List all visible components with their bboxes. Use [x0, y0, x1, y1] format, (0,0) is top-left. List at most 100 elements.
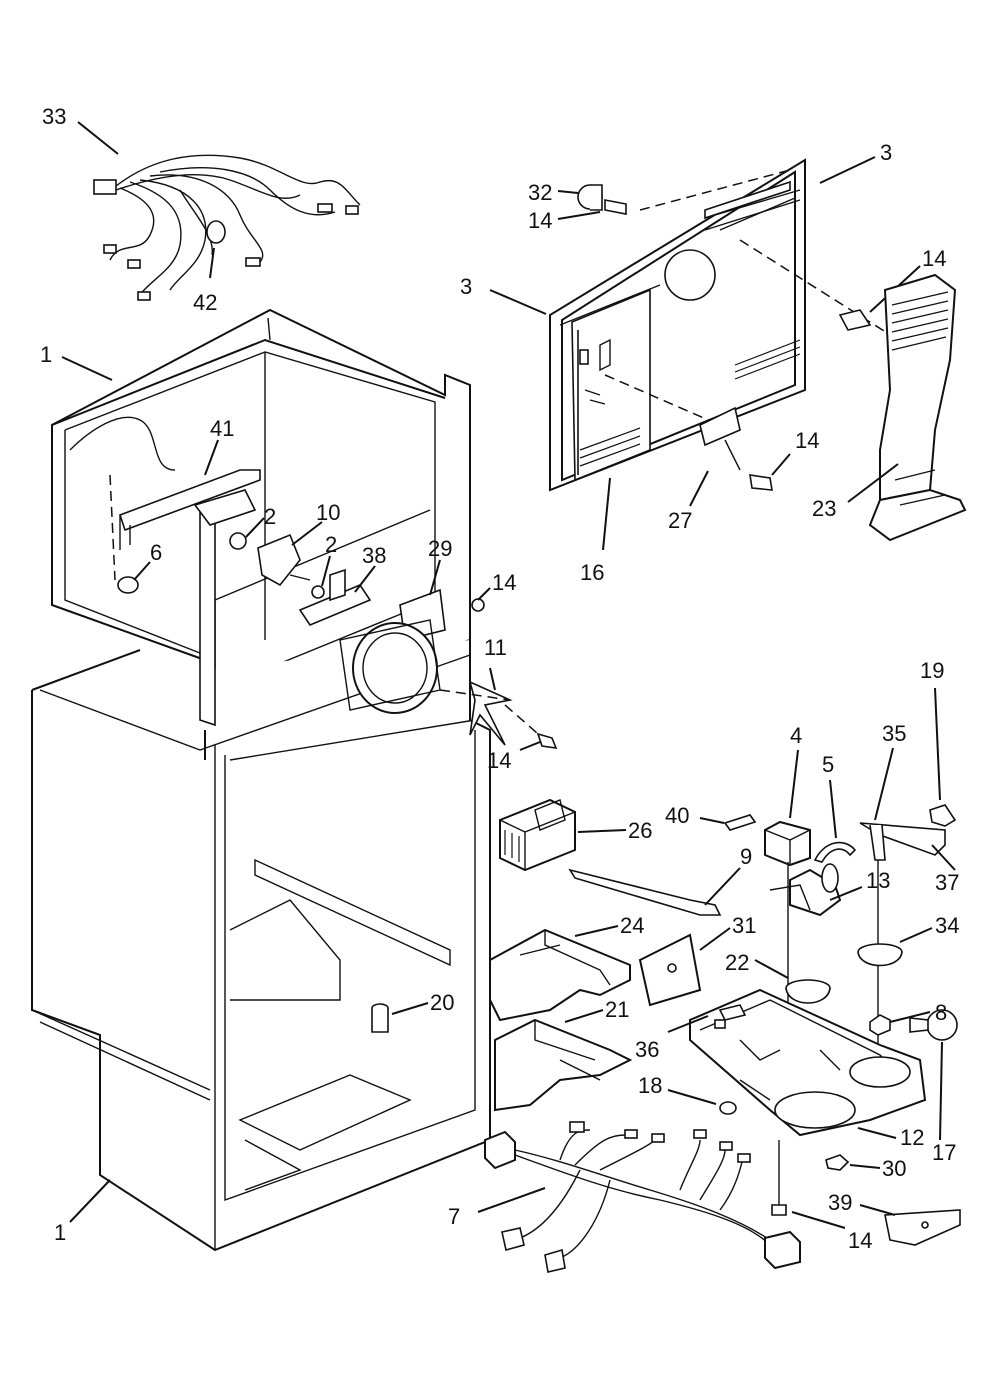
leader-35	[874, 747, 894, 821]
leader-14f	[791, 1211, 846, 1229]
wire-harness-7	[484, 1121, 801, 1273]
leader-8	[889, 1011, 931, 1023]
part-40	[723, 814, 757, 831]
callout-14: 14	[492, 570, 516, 595]
leader-42	[209, 247, 215, 279]
callout-1: 1	[54, 1220, 66, 1245]
leader-2a	[245, 517, 265, 538]
leader-24	[574, 925, 619, 937]
leader-2b	[321, 555, 331, 587]
nut-30	[825, 1154, 850, 1171]
screw-assembly-32	[577, 184, 627, 215]
callout-3: 3	[880, 140, 892, 165]
leader-26	[577, 829, 627, 833]
leader-11	[489, 667, 496, 691]
leader-3a	[819, 156, 876, 184]
leader-32	[557, 190, 579, 194]
leader-38	[354, 565, 376, 593]
leader-33	[77, 121, 119, 155]
leader-37	[931, 844, 956, 871]
bushing-20	[371, 1003, 389, 1033]
leader-9	[704, 867, 741, 906]
leader-36	[667, 1015, 709, 1033]
lamp-socket-8	[869, 1014, 891, 1036]
leader-7	[477, 1187, 546, 1213]
actuator-9	[568, 868, 722, 916]
callout-29: 29	[428, 536, 452, 561]
callout-24: 24	[620, 913, 644, 938]
light-bulb-17	[909, 1009, 958, 1041]
callout-34: 34	[935, 913, 959, 938]
callout-35: 35	[882, 721, 906, 746]
leader-1a	[61, 356, 113, 381]
leader-27	[689, 470, 709, 507]
plug-18	[719, 1101, 737, 1115]
callout-18: 18	[638, 1073, 662, 1098]
leader-23	[847, 463, 899, 503]
screw-14f	[771, 1140, 787, 1216]
callout-32: 32	[528, 180, 552, 205]
leader-41	[204, 439, 219, 476]
callout-5: 5	[822, 752, 834, 777]
callout-11: 11	[484, 635, 507, 660]
callout-33: 33	[42, 104, 66, 129]
callout-27: 27	[668, 508, 692, 533]
leader-3b	[489, 289, 547, 315]
callout-10: 10	[316, 500, 340, 525]
leader-20	[391, 1002, 429, 1015]
leader-14e	[519, 741, 541, 751]
dispenser-base-12	[689, 988, 927, 1137]
callout-20: 20	[430, 990, 454, 1015]
leader-16	[602, 477, 611, 551]
leader-1b	[69, 1179, 111, 1223]
callout-21: 21	[605, 997, 629, 1022]
leader-40	[699, 817, 725, 824]
leader-10	[291, 521, 323, 546]
cup-22	[785, 979, 831, 1004]
leader-19	[934, 687, 941, 801]
callout-14: 14	[848, 1228, 872, 1253]
leader-31	[699, 927, 731, 951]
spring-5	[813, 841, 857, 863]
leader-17	[939, 1041, 943, 1141]
callout-14: 14	[528, 208, 552, 233]
callout-16: 16	[580, 560, 604, 585]
chute-21	[494, 1018, 633, 1112]
motor-4	[764, 820, 811, 867]
leader-22	[754, 959, 789, 979]
control-block-26	[499, 798, 576, 872]
callout-36: 36	[635, 1037, 659, 1062]
callout-13: 13	[866, 868, 890, 893]
air-duct-23	[868, 273, 967, 542]
callout-31: 31	[732, 913, 756, 938]
callout-39: 39	[828, 1190, 852, 1215]
callout-2: 2	[325, 532, 337, 557]
leader-21	[564, 1009, 604, 1023]
leader-4	[789, 749, 799, 819]
callout-1: 1	[40, 342, 52, 367]
gasket-36	[718, 1004, 747, 1021]
callout-37: 37	[935, 870, 959, 895]
callout-26: 26	[628, 818, 652, 843]
callout-9: 9	[740, 844, 752, 869]
callout-6: 6	[150, 540, 162, 565]
callout-42: 42	[193, 290, 217, 315]
callout-17: 17	[932, 1140, 956, 1165]
leader-13	[829, 886, 863, 901]
evaporator-cover-16	[549, 158, 931, 492]
leader-18	[667, 1089, 717, 1105]
callout-40: 40	[665, 803, 689, 828]
leader-34	[899, 927, 933, 943]
plate-39	[884, 1209, 961, 1246]
callout-19: 19	[920, 658, 944, 683]
callout-3: 3	[460, 274, 472, 299]
leader-14a	[557, 211, 601, 220]
bracket-31	[638, 933, 702, 1007]
cup-34	[857, 943, 903, 967]
callout-14: 14	[487, 748, 511, 773]
callout-12: 12	[900, 1125, 924, 1150]
callout-41: 41	[210, 416, 234, 441]
leader-12	[857, 1127, 897, 1139]
callout-8: 8	[935, 1000, 947, 1025]
